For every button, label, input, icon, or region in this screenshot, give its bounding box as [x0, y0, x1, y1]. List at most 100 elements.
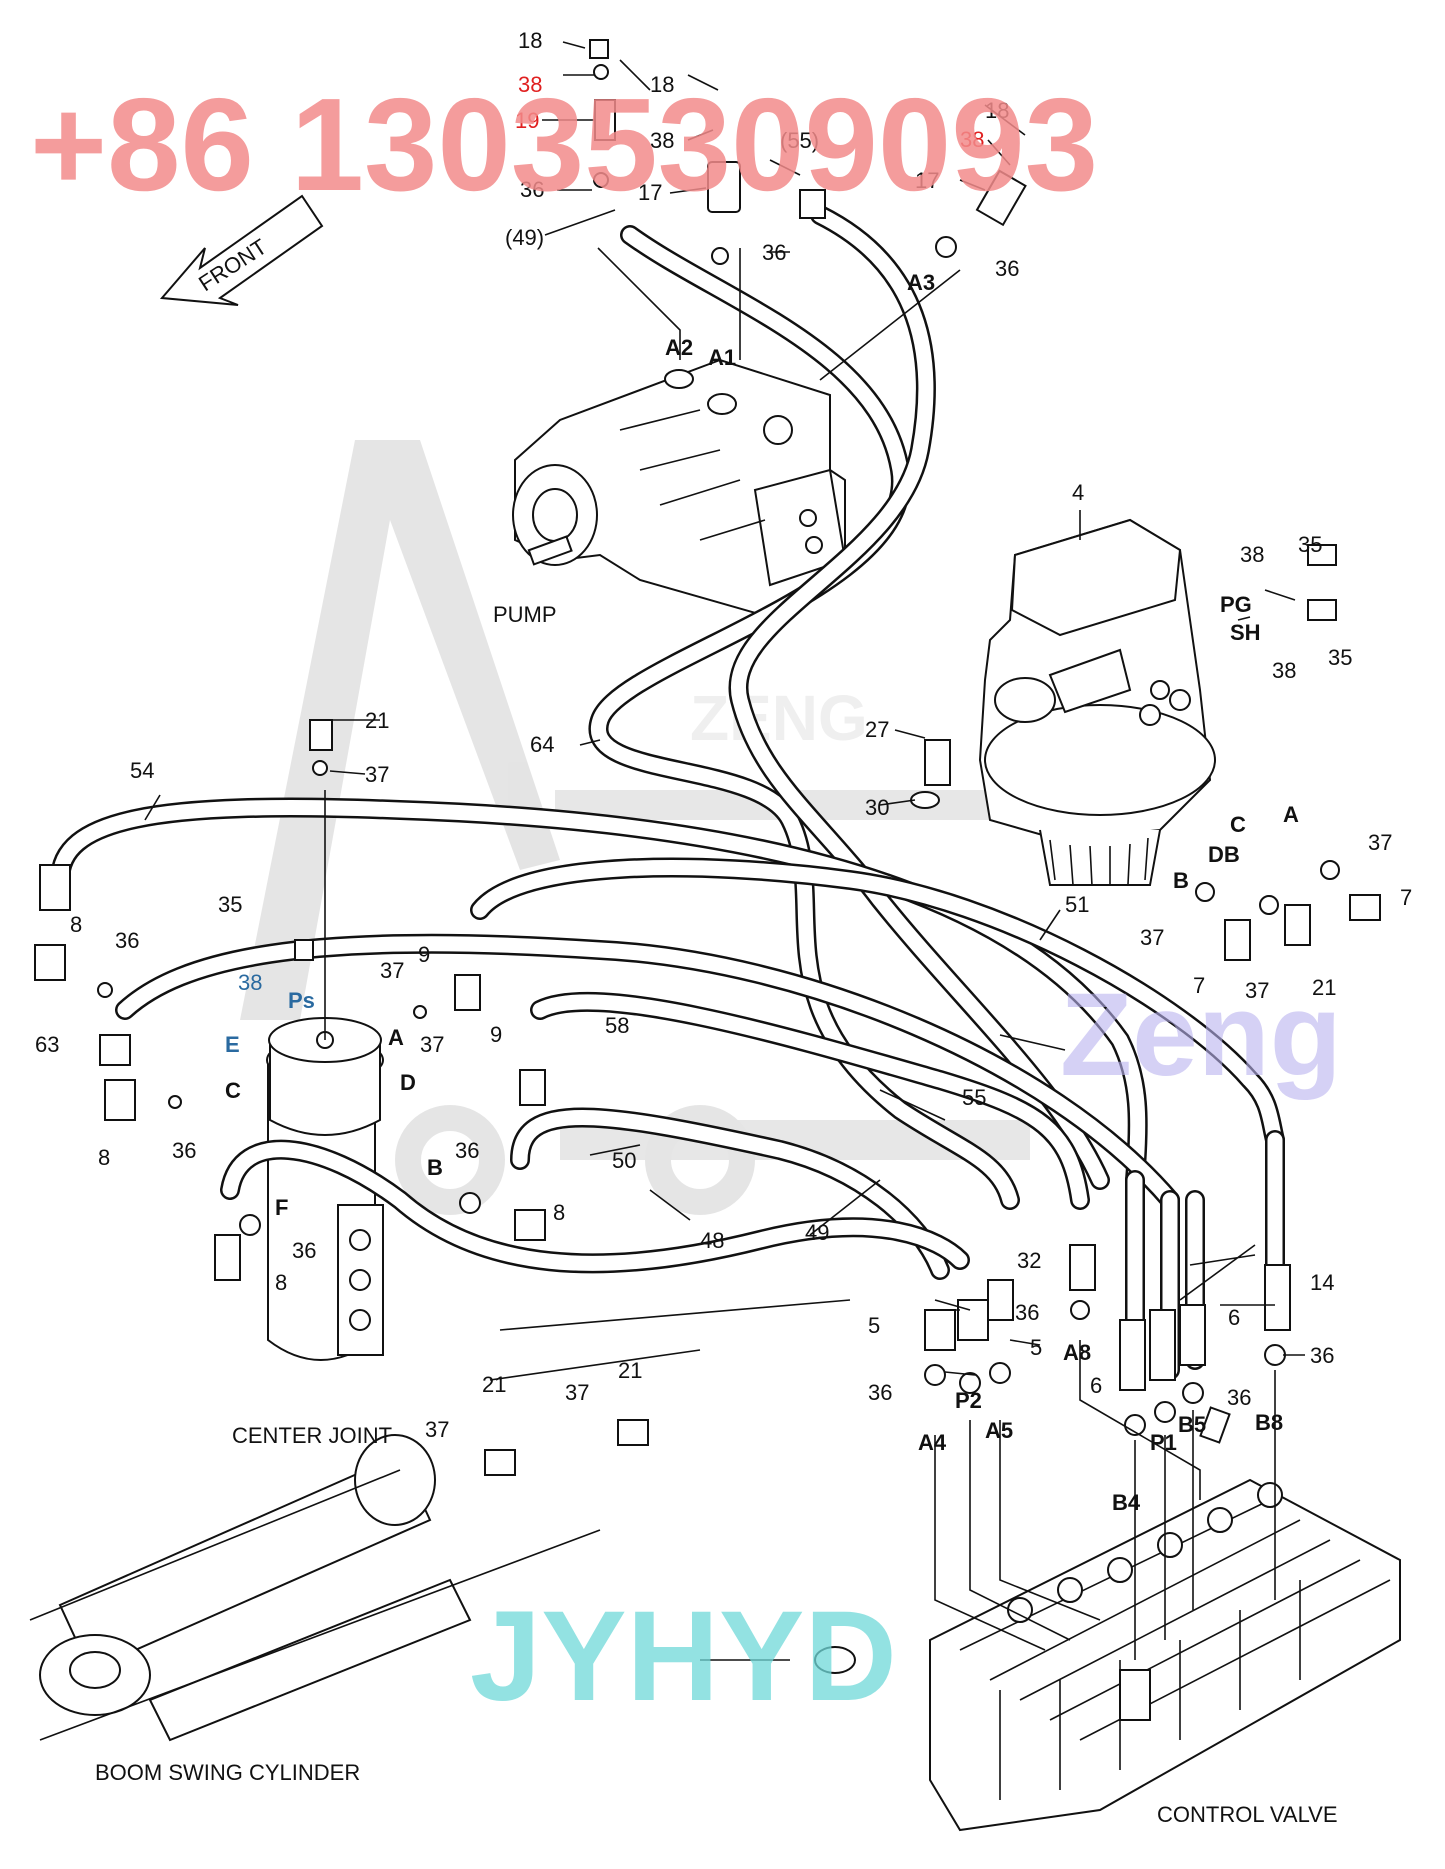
- label-21-cj: 21: [365, 708, 389, 733]
- label-6-b: 6: [1090, 1373, 1102, 1398]
- label-36-fit-c: 36: [1227, 1385, 1251, 1410]
- label-32: 32: [1017, 1248, 1041, 1273]
- label-35-a: 35: [1298, 532, 1322, 557]
- label-14: 14: [1310, 1270, 1334, 1295]
- label-37-cyl-a: 37: [425, 1417, 449, 1442]
- label-hose-54: 54: [130, 758, 154, 783]
- label-hose-51: 51: [1065, 892, 1089, 917]
- label-hose-50: 50: [612, 1148, 636, 1173]
- brand-watermark-right: Zeng: [1060, 969, 1342, 1101]
- label-8-cj-c: 8: [275, 1270, 287, 1295]
- label-55-paren: (55): [780, 128, 819, 153]
- label-36-b: 36: [762, 240, 786, 265]
- leader-lines: [144, 41, 1305, 1660]
- port-a1: A1: [708, 345, 736, 370]
- control-valve: [929, 1478, 1401, 1832]
- label-17-a: 17: [638, 180, 662, 205]
- brand-watermark-bottom: JYHYD: [470, 1585, 897, 1728]
- overlay-watermarks: +86 13035309093 Zeng JYHYD: [30, 71, 1342, 1728]
- label-37-cj: 37: [365, 762, 389, 787]
- port-b4: B4: [1112, 1490, 1141, 1515]
- label-37-cj-c: 37: [420, 1032, 444, 1057]
- label-hose-64: 64: [530, 732, 554, 757]
- label-21-motor: 21: [1312, 975, 1336, 1000]
- label-36-cj-c: 36: [455, 1138, 479, 1163]
- port-b5: B5: [1178, 1412, 1206, 1437]
- center-joint-labels: 21 37 35 38 Ps 36 8 9 37 A 37 D 9 E 63 C…: [35, 708, 565, 1448]
- label-18-c: 18: [985, 98, 1009, 123]
- label-17-b: 17: [915, 168, 939, 193]
- label-38-a: 38: [518, 72, 542, 97]
- port-f: F: [275, 1195, 288, 1220]
- caption-boom-swing-cylinder: BOOM SWING CYLINDER: [95, 1760, 360, 1785]
- port-a4: A4: [918, 1430, 947, 1455]
- label-7-b: 7: [1193, 973, 1205, 998]
- phone-watermark: +86 13035309093: [30, 71, 1098, 218]
- label-49-paren: (49): [505, 225, 544, 250]
- label-18-b: 18: [650, 72, 674, 97]
- label-36-a: 36: [520, 177, 544, 202]
- label-37-cyl-b: 37: [565, 1380, 589, 1405]
- label-38-b: 38: [650, 128, 674, 153]
- port-c-motor: C: [1230, 812, 1246, 837]
- label-37-cj-b: 37: [380, 958, 404, 983]
- hose-labels: 64 54 51 58 55 50 48 49: [130, 732, 1089, 1253]
- port-p2: P2: [955, 1388, 982, 1413]
- label-36-c: 36: [995, 256, 1019, 281]
- port-d: D: [400, 1070, 416, 1095]
- label-hose-49: 49: [805, 1220, 829, 1245]
- label-38-cj: 38: [238, 970, 262, 995]
- label-36-cj-d: 36: [292, 1238, 316, 1263]
- label-21-cyl-b: 21: [618, 1358, 642, 1383]
- port-a3: A3: [907, 270, 935, 295]
- label-8-cj-d: 8: [553, 1200, 565, 1225]
- boom-swing-cylinder: [29, 1299, 856, 1742]
- port-b-cj: B: [427, 1155, 443, 1180]
- pump-area-labels: 18 38 19 36 (49) 18 38 17 (55) 36 18 38 …: [493, 28, 1019, 627]
- label-5-b: 5: [1030, 1335, 1042, 1360]
- label-8-cj-a: 8: [70, 912, 82, 937]
- label-37-c: 37: [1245, 978, 1269, 1003]
- port-b8: B8: [1255, 1410, 1283, 1435]
- caption-control-valve: CONTROL VALVE: [1157, 1802, 1338, 1827]
- swing-motor: [978, 518, 1216, 887]
- label-35-b: 35: [1328, 645, 1352, 670]
- label-36-cj-a: 36: [115, 928, 139, 953]
- label-36-fit-d: 36: [1310, 1343, 1334, 1368]
- label-38-c: 38: [960, 127, 984, 152]
- port-ps: Ps: [288, 988, 315, 1013]
- label-hose-55: 55: [962, 1085, 986, 1110]
- port-a5: A5: [985, 1418, 1013, 1443]
- port-pg: PG: [1220, 592, 1252, 617]
- fittings: [34, 39, 1381, 1476]
- boom-cylinder-labels: 37 21 37 21 BOOM SWING CYLINDER: [95, 1358, 642, 1785]
- label-30: 30: [865, 795, 889, 820]
- hose-lines: [50, 205, 1285, 1380]
- label-37-a: 37: [1368, 830, 1392, 855]
- label-19: 19: [515, 108, 539, 133]
- label-9-a: 9: [418, 942, 430, 967]
- port-a8: A8: [1063, 1340, 1091, 1365]
- port-b-motor: B: [1173, 868, 1189, 893]
- caption-center-joint: CENTER JOINT: [232, 1423, 392, 1448]
- port-a-motor: A: [1283, 802, 1299, 827]
- port-e: E: [225, 1032, 240, 1057]
- swing-motor-labels: 4 38 35 PG SH 38 35 27 30 C A DB 37 B 37…: [865, 480, 1412, 1003]
- label-36-fit-b: 36: [868, 1380, 892, 1405]
- label-63: 63: [35, 1032, 59, 1057]
- caption-pump: PUMP: [493, 602, 557, 627]
- label-hose-58: 58: [605, 1013, 629, 1038]
- label-hose-48: 48: [700, 1228, 724, 1253]
- port-sh: SH: [1230, 620, 1261, 645]
- front-arrow: FRONT: [159, 194, 324, 306]
- label-36-cj-b: 36: [172, 1138, 196, 1163]
- port-a2: A2: [665, 335, 693, 360]
- label-27: 27: [865, 717, 889, 742]
- label-38-sh: 38: [1272, 658, 1296, 683]
- port-db: DB: [1208, 842, 1240, 867]
- label-18-a: 18: [518, 28, 542, 53]
- port-c-cj: C: [225, 1078, 241, 1103]
- label-6-a: 6: [1228, 1305, 1240, 1330]
- label-7-a: 7: [1400, 885, 1412, 910]
